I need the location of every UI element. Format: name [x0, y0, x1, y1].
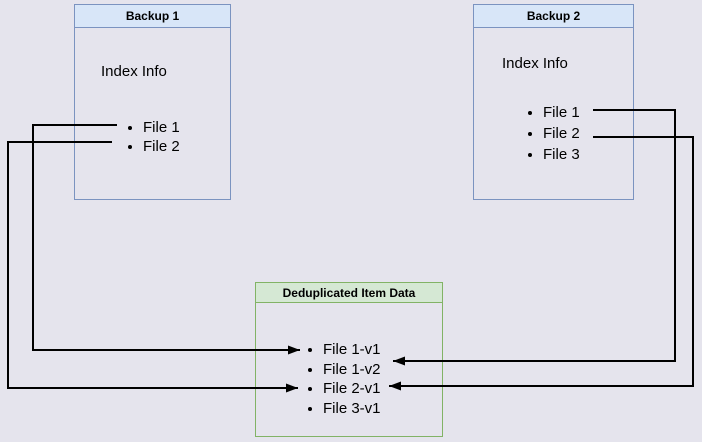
backup1-box: Backup 1 Index Info File 1File 2 [74, 4, 231, 200]
dedup-item-list: File 1-v1File 1-v2File 2-v1File 3-v1 [256, 340, 381, 418]
dedup-header: Deduplicated Item Data [256, 283, 442, 303]
file-list-item: File 1-v1 [323, 340, 381, 360]
file-list-item: File 1-v2 [323, 360, 381, 380]
backup2-index-info-label: Index Info [502, 55, 568, 72]
backup1-title: Backup 1 [125, 9, 180, 23]
file-list-item: File 2 [143, 137, 180, 156]
file-list-item: File 3 [543, 144, 580, 165]
backup2-box: Backup 2 Index Info File 1File 2File 3 [473, 4, 634, 200]
backup2-title: Backup 2 [526, 9, 581, 23]
file-list-item: File 2-v1 [323, 379, 381, 399]
file-list-item: File 2 [543, 123, 580, 144]
file-list-item: File 1 [543, 102, 580, 123]
backup1-index-info-label: Index Info [101, 63, 167, 80]
dedup-title: Deduplicated Item Data [282, 286, 416, 300]
deduplicated-item-data-box: Deduplicated Item Data File 1-v1File 1-v… [255, 282, 443, 437]
backup1-file-list: File 1File 2 [75, 118, 180, 156]
file-list-item: File 3-v1 [323, 399, 381, 419]
backup1-header: Backup 1 [75, 5, 230, 28]
backup2-header: Backup 2 [474, 5, 633, 28]
file-list-item: File 1 [143, 118, 180, 137]
backup2-file-list: File 1File 2File 3 [474, 102, 580, 165]
